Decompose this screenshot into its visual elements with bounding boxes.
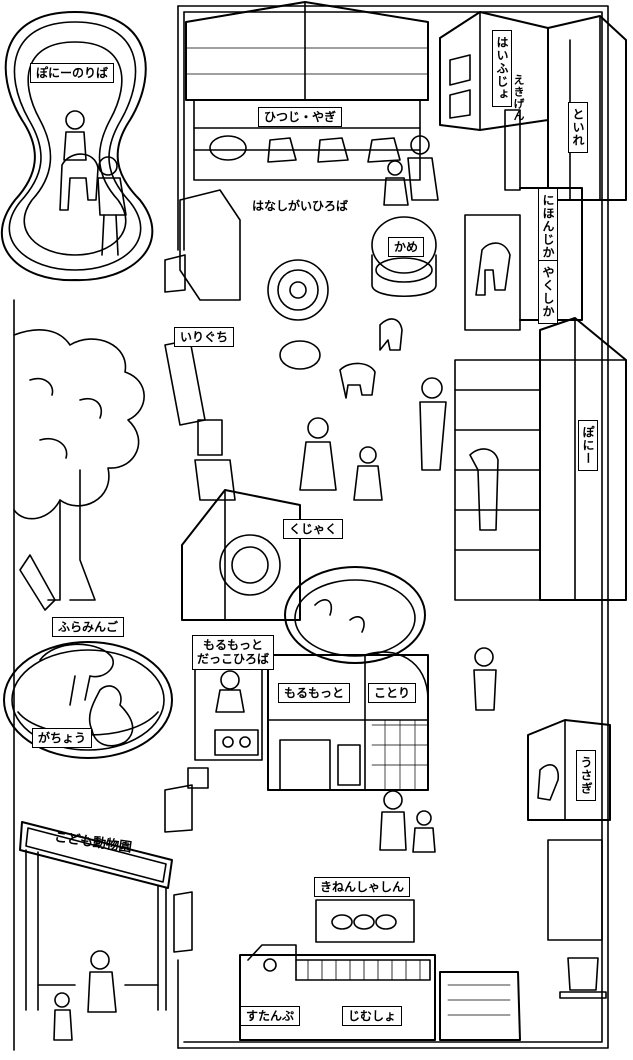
zoo-outer-wall bbox=[177, 5, 609, 1049]
kids-zoo-gate bbox=[19, 821, 173, 1041]
label-japanese-deer: にほんじか bbox=[538, 188, 558, 265]
left-benches bbox=[164, 767, 209, 953]
label-entrance: いりぐち bbox=[174, 327, 235, 347]
photo-spot bbox=[315, 899, 415, 943]
label-medic: はいふじょ bbox=[492, 30, 512, 107]
center-pond bbox=[284, 566, 426, 664]
sculpture bbox=[559, 957, 607, 999]
label-peacock: くじゃく bbox=[283, 519, 344, 539]
label-medic-sub: えきげん bbox=[512, 74, 525, 122]
label-cuddle-plaza-line2: だっこひろば bbox=[197, 652, 270, 667]
pony-stable bbox=[454, 317, 627, 601]
peacock-aviary bbox=[181, 489, 301, 621]
label-cuddle-plaza: もるもっと だっこひろば bbox=[192, 635, 275, 670]
label-office: じむしょ bbox=[342, 1006, 403, 1026]
label-flamingo: ふらみんご bbox=[52, 617, 125, 637]
label-cuddle-plaza-line1: もるもっと bbox=[203, 638, 264, 652]
label-commemorative-photo: きねんしゃしん bbox=[314, 877, 411, 897]
turtle-pen bbox=[371, 216, 437, 298]
label-goose: がちょう bbox=[32, 728, 93, 748]
label-small-bird: ことり bbox=[368, 683, 417, 703]
label-stamp: すたんぷ bbox=[240, 1006, 301, 1026]
cuddle-plaza bbox=[194, 659, 263, 761]
guinea-bird-building bbox=[267, 651, 429, 791]
label-toilet: といれ bbox=[568, 102, 588, 153]
label-pony: ぽにー bbox=[578, 420, 598, 471]
deer-enclosure bbox=[464, 187, 583, 331]
pony-ride-area bbox=[1, 11, 154, 282]
label-pony-ride: ぽにーのりば bbox=[30, 63, 115, 83]
sheep-goat-barn bbox=[185, 1, 429, 181]
visitors-lower bbox=[379, 647, 497, 853]
label-turtle: かめ bbox=[388, 237, 425, 257]
label-talk-plaza: はなしがいひろば bbox=[252, 199, 349, 213]
rabbit-enclosure bbox=[527, 719, 611, 941]
label-sheep-goat: ひつじ・やぎ bbox=[258, 107, 343, 127]
big-tree bbox=[13, 329, 145, 611]
talk-plaza bbox=[267, 259, 403, 399]
label-guinea-pig: もるもっと bbox=[278, 683, 351, 703]
plaza-people bbox=[299, 135, 447, 501]
label-reindeer: やくしか bbox=[538, 260, 558, 324]
label-rabbit: うさぎ bbox=[576, 750, 596, 801]
